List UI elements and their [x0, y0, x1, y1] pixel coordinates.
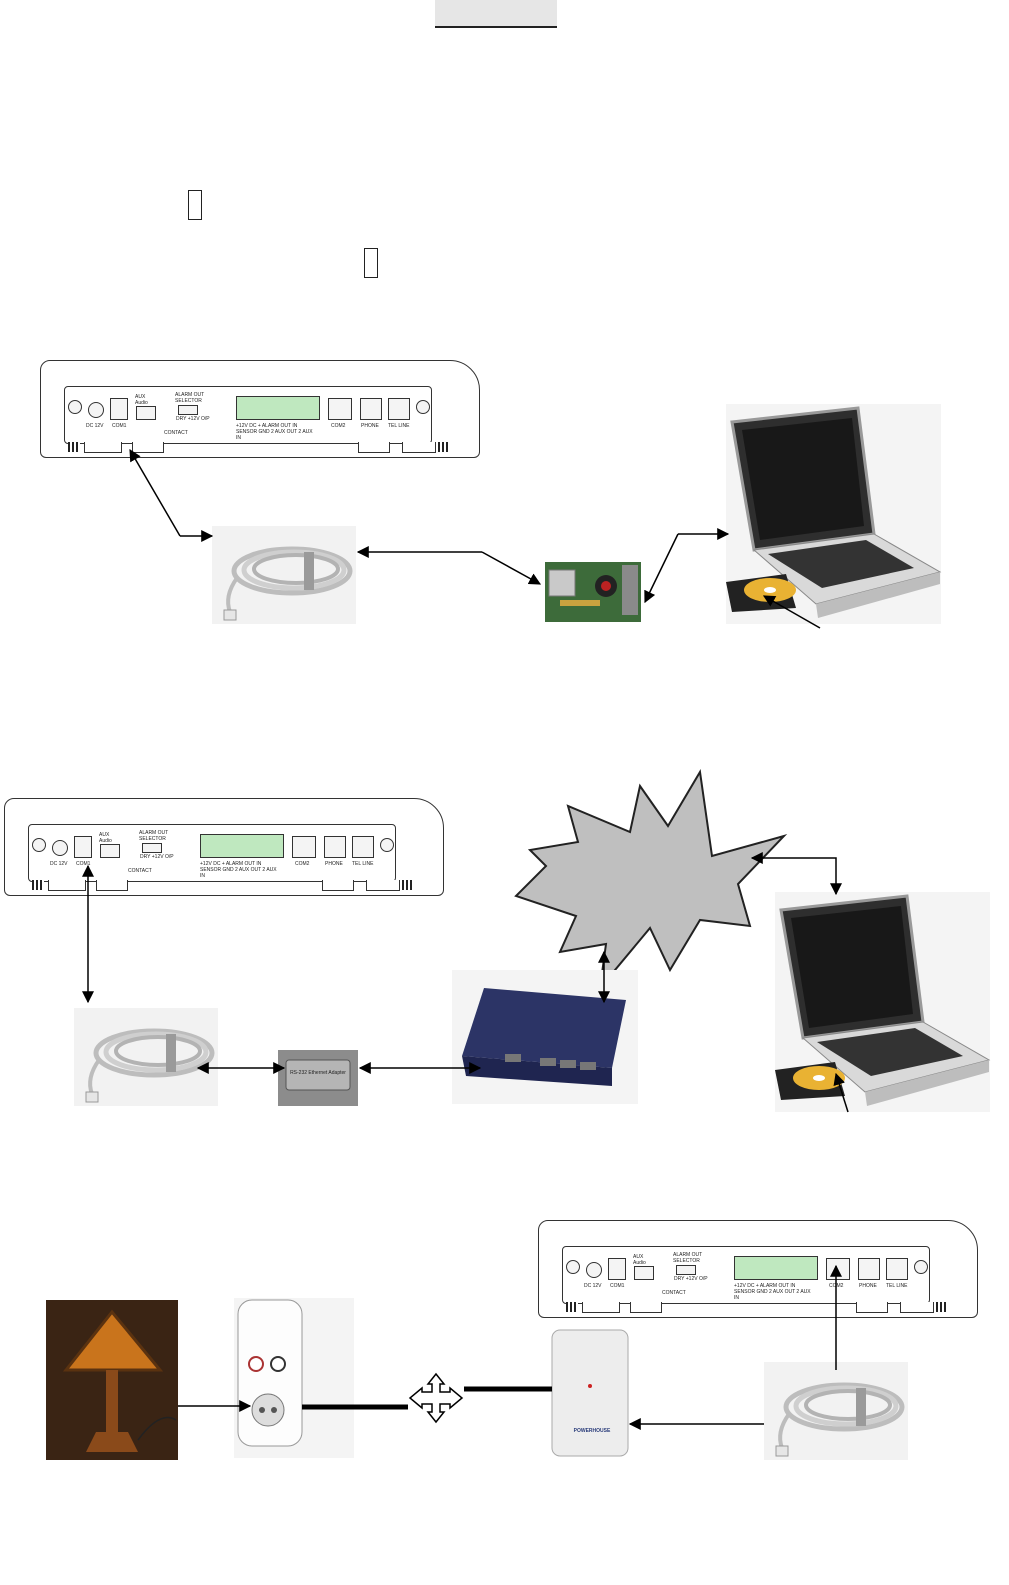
com2-port: [292, 836, 316, 858]
phone-label: PHONE: [361, 423, 379, 429]
dry-12v-label: DRY +12V O/P: [140, 854, 174, 860]
feet-right: [402, 880, 414, 890]
router-device-2: DC 12V COM1 AUX Audio ALARM OUT SELECTOR…: [4, 798, 444, 908]
alarm-selector-label: ALARM OUT SELECTOR: [175, 392, 205, 404]
foot-pad: [132, 442, 164, 453]
dc-label: DC 12V: [584, 1283, 602, 1289]
com1-label: COM1: [76, 861, 91, 867]
alarm-selector-switch: [178, 405, 198, 415]
tel-line-port: [886, 1258, 908, 1280]
cable-coil-icon: [74, 1008, 218, 1106]
dry-12v-label: DRY +12V O/P: [176, 416, 210, 422]
powerhouse-label: POWERHOUSE: [574, 1428, 611, 1434]
aux-audio-port: [100, 844, 120, 858]
phone-port: [324, 836, 346, 858]
dry-12v-label: DRY +12V O/P: [674, 1276, 708, 1282]
terminal-labels: +12V DC + ALARM OUT IN SENSOR GND 2 AUX …: [200, 861, 277, 879]
aux-audio-port: [634, 1266, 654, 1280]
x10-appliance-module-icon: [234, 1298, 354, 1458]
phone-label: PHONE: [859, 1283, 877, 1289]
feet-left: [566, 1302, 578, 1312]
aux-audio-label: AUX Audio: [99, 832, 112, 844]
foot-pad: [366, 880, 400, 891]
header-title-box: [435, 0, 557, 28]
foot-pad: [900, 1302, 934, 1313]
com1-port: [110, 398, 128, 420]
tel-line-label: TEL LINE: [352, 861, 374, 867]
four-way-arrow-icon: [408, 1372, 464, 1424]
dc-label: DC 12V: [86, 423, 104, 429]
foot-pad: [96, 880, 128, 891]
laptop-icon: [773, 890, 992, 1114]
com1-label: COM1: [610, 1283, 625, 1289]
dc-jack: [586, 1262, 602, 1278]
bullet-box-glyph: [188, 190, 202, 220]
tel-line-port: [352, 836, 374, 858]
cable-coil-icon: [764, 1362, 908, 1460]
foot-pad: [358, 442, 390, 453]
alarm-selector-switch: [676, 1265, 696, 1275]
screw-right: [416, 400, 430, 414]
bullet-box-glyph: [364, 248, 378, 278]
phone-port: [360, 398, 382, 420]
internet-cloud-icon: [514, 769, 788, 992]
terminal-block: [200, 834, 284, 858]
aux-audio-label: AUX Audio: [135, 394, 148, 406]
terminal-block: [236, 396, 320, 420]
feet-right: [438, 442, 450, 452]
dc-label: DC 12V: [50, 861, 68, 867]
router-device-3: DC 12V COM1 AUX Audio ALARM OUT SELECTOR…: [538, 1220, 978, 1330]
com2-label: COM2: [295, 861, 310, 867]
tel-line-port: [388, 398, 410, 420]
com2-label: COM2: [331, 423, 346, 429]
screw-left: [68, 400, 82, 414]
foot-pad: [582, 1302, 620, 1313]
feet-left: [68, 442, 80, 452]
alarm-selector-switch: [142, 843, 162, 853]
contact-label: CONTACT: [128, 868, 152, 874]
com2-port: [328, 398, 352, 420]
foot-pad: [84, 442, 122, 453]
terminal-block: [734, 1256, 818, 1280]
terminal-labels: +12V DC + ALARM OUT IN SENSOR GND 2 AUX …: [236, 423, 313, 441]
feet-right: [936, 1302, 948, 1312]
network-switch-icon: [452, 970, 638, 1104]
dc-jack: [52, 840, 68, 856]
screw-left: [32, 838, 46, 852]
phone-label: PHONE: [325, 861, 343, 867]
ethernet-adapter-label: RS-232 Ethernet Adapter: [290, 1070, 346, 1076]
tel-line-label: TEL LINE: [886, 1283, 908, 1289]
aux-audio-port: [136, 406, 156, 420]
cable-coil-icon: [212, 526, 356, 624]
x10-interface-icon: [551, 1329, 629, 1457]
com1-label: COM1: [112, 423, 127, 429]
serial-adapter-icon: [545, 562, 641, 622]
foot-pad: [856, 1302, 888, 1313]
screw-right: [914, 1260, 928, 1274]
contact-label: CONTACT: [164, 430, 188, 436]
phone-port: [858, 1258, 880, 1280]
tel-line-label: TEL LINE: [388, 423, 410, 429]
terminal-labels: +12V DC + ALARM OUT IN SENSOR GND 2 AUX …: [734, 1283, 811, 1301]
aux-audio-label: AUX Audio: [633, 1254, 646, 1266]
alarm-selector-label: ALARM OUT SELECTOR: [139, 830, 169, 842]
alarm-selector-label: ALARM OUT SELECTOR: [673, 1252, 703, 1264]
router-device-1: DC 12V COM1 AUX Audio ALARM OUT SELECTOR…: [40, 360, 480, 470]
foot-pad: [322, 880, 354, 891]
screw-right: [380, 838, 394, 852]
com1-port: [74, 836, 92, 858]
dc-jack: [88, 402, 104, 418]
foot-pad: [630, 1302, 662, 1313]
com1-port: [608, 1258, 626, 1280]
contact-label: CONTACT: [662, 1290, 686, 1296]
feet-left: [32, 880, 44, 890]
lamp-icon: [46, 1300, 178, 1460]
screw-left: [566, 1260, 580, 1274]
foot-pad: [402, 442, 436, 453]
ethernet-adapter-icon: [278, 1050, 358, 1106]
laptop-icon: [724, 402, 943, 626]
